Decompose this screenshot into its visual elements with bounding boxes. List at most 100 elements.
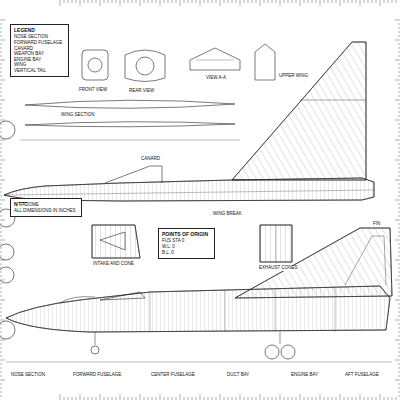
part-label: WING BREAK	[212, 212, 243, 217]
ruler-tick	[108, 397, 109, 400]
ruler-tick	[395, 320, 400, 321]
ruler-tick	[112, 0, 113, 3]
box-line: NOSE SECTION	[14, 34, 65, 40]
ruler-tick	[380, 394, 381, 400]
ruler-tick	[398, 84, 400, 85]
ruler-tick	[188, 0, 189, 3]
ruler-tick	[398, 308, 400, 309]
ruler-tick	[0, 168, 2, 169]
ruler-tick	[0, 288, 2, 289]
ruler-tick	[0, 160, 5, 161]
box-line: FORWARD FUSELAGE	[14, 40, 65, 46]
part-label: INTAKE AND CONE	[92, 262, 135, 267]
ruler-tick	[398, 236, 400, 237]
ruler-tick	[398, 248, 400, 249]
ruler-tick	[244, 397, 245, 400]
ruler-tick	[256, 0, 257, 3]
ruler-tick	[280, 0, 281, 6]
ruler-tick	[0, 256, 2, 257]
ruler-tick	[252, 397, 253, 400]
ruler-tick	[0, 260, 5, 261]
ruler-tick	[368, 0, 369, 3]
ruler-tick	[0, 272, 2, 273]
ruler-tick	[80, 394, 81, 400]
ruler-tick	[0, 84, 2, 85]
ruler-tick	[398, 256, 400, 257]
ruler-tick	[0, 124, 2, 125]
ruler-tick	[336, 0, 337, 3]
ruler-tick	[398, 192, 400, 193]
ruler-tick	[332, 0, 333, 3]
ruler-tick	[0, 244, 2, 245]
ruler-tick	[0, 20, 5, 21]
ruler-tick	[398, 272, 400, 273]
ruler-tick	[128, 397, 129, 400]
part-label: CENTER FUSELAGE	[150, 373, 196, 378]
ruler-tick	[216, 0, 217, 3]
ruler-tick	[0, 152, 2, 153]
ruler-tick	[0, 308, 2, 309]
ruler-tick	[364, 397, 365, 400]
ruler-tick	[395, 280, 400, 281]
ruler-tick	[398, 392, 400, 393]
ruler-tick	[284, 397, 285, 400]
ruler-tick	[320, 394, 321, 400]
ruler-tick	[248, 397, 249, 400]
ruler-tick	[352, 397, 353, 400]
ruler-tick	[395, 160, 400, 161]
ruler-tick	[180, 394, 181, 400]
ruler-tick	[116, 0, 117, 3]
ruler-tick	[372, 397, 373, 400]
ruler-tick	[128, 0, 129, 3]
ruler-tick	[236, 0, 237, 3]
ruler-tick	[398, 288, 400, 289]
ruler-tick	[132, 397, 133, 400]
ruler-tick	[288, 397, 289, 400]
ruler-tick	[0, 236, 2, 237]
ruler-tick	[360, 394, 361, 400]
ruler-tick	[0, 284, 2, 285]
ruler-tick	[184, 0, 185, 3]
ruler-tick	[204, 397, 205, 400]
ruler-tick	[220, 394, 221, 400]
ruler-tick	[148, 397, 149, 400]
ruler-tick	[176, 397, 177, 400]
ruler-tick	[398, 368, 400, 369]
ruler-tick	[0, 240, 5, 241]
ruler-tick	[0, 212, 2, 213]
ruler-tick	[0, 268, 2, 269]
box-line: ALL DIMENSIONS IN INCHES	[14, 208, 78, 214]
ruler-tick	[396, 0, 397, 3]
ruler-tick	[96, 0, 97, 3]
ruler-tick	[228, 397, 229, 400]
ruler-tick	[0, 108, 2, 109]
ruler-tick	[0, 28, 2, 29]
ruler-tick	[0, 148, 2, 149]
ruler-tick	[104, 397, 105, 400]
ruler-tick	[100, 0, 101, 6]
ruler-tick	[398, 132, 400, 133]
ruler-tick	[0, 316, 2, 317]
ruler-tick	[398, 348, 400, 349]
ruler-tick	[0, 352, 2, 353]
ruler-tick	[398, 92, 400, 93]
part-label: EXHAUST CONES	[258, 266, 298, 271]
ruler-tick	[395, 360, 400, 361]
ruler-tick	[60, 0, 61, 6]
ruler-tick	[156, 0, 157, 3]
ruler-tick	[0, 336, 2, 337]
ruler-tick	[0, 44, 2, 45]
ruler-tick	[120, 0, 121, 6]
ruler-tick	[0, 360, 5, 361]
ruler-tick	[356, 0, 357, 3]
ruler-tick	[344, 397, 345, 400]
ruler-tick	[0, 220, 5, 221]
ruler-tick	[395, 40, 400, 41]
ruler-tick	[0, 392, 2, 393]
ruler-tick	[132, 0, 133, 3]
ruler-tick	[0, 112, 2, 113]
ruler-tick	[398, 364, 400, 365]
box-line: WEAPON BAY	[14, 51, 65, 57]
ruler-tick	[160, 394, 161, 400]
ruler-tick	[72, 0, 73, 3]
